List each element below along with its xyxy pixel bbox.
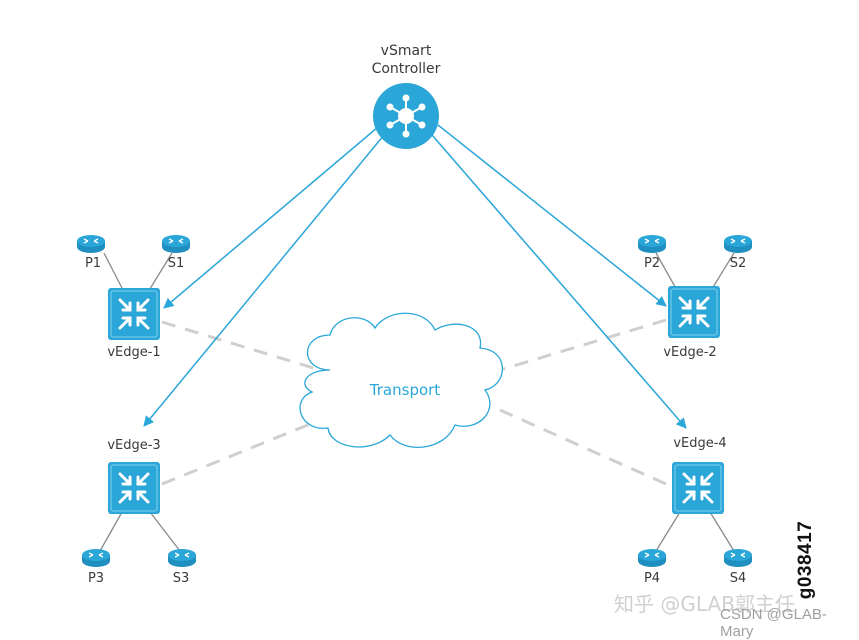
router-p3-label: P3 bbox=[87, 571, 105, 586]
cloud-label: Transport bbox=[369, 381, 441, 399]
router-s1-icon[interactable] bbox=[161, 234, 191, 254]
link-s4 bbox=[709, 511, 735, 552]
router-s2-icon[interactable] bbox=[723, 234, 753, 254]
watermark-csdn: CSDN @GLAB-Mary bbox=[720, 606, 827, 640]
figure-id: g038417 bbox=[795, 520, 816, 600]
router-p2-icon[interactable] bbox=[637, 234, 667, 254]
vsmart-controller-icon[interactable] bbox=[373, 83, 439, 149]
router-s3-label: S3 bbox=[172, 571, 190, 586]
link-p4 bbox=[655, 511, 681, 552]
vedge-2-icon[interactable] bbox=[666, 284, 722, 340]
router-s1-label: S1 bbox=[167, 256, 185, 271]
vedge-1-icon[interactable] bbox=[106, 286, 162, 342]
access-links bbox=[99, 252, 735, 552]
controller-label-line1: vSmart bbox=[380, 43, 432, 59]
router-p2-label: P2 bbox=[643, 256, 661, 271]
transport-cloud bbox=[299, 312, 504, 448]
transport-links bbox=[161, 318, 667, 486]
router-p1-label: P1 bbox=[84, 256, 102, 271]
router-s4-label: S4 bbox=[729, 571, 747, 586]
controller-label-line2: Controller bbox=[371, 61, 441, 77]
vedge-1-label: vEdge-1 bbox=[107, 345, 161, 360]
control-links bbox=[143, 124, 687, 429]
router-s3-icon[interactable] bbox=[167, 548, 197, 568]
router-s4-icon[interactable] bbox=[723, 548, 753, 568]
transport-link-vedge-4 bbox=[499, 408, 667, 486]
router-p4-icon[interactable] bbox=[637, 548, 667, 568]
transport-link-vedge-2 bbox=[499, 318, 667, 372]
vedge-3-icon[interactable] bbox=[106, 460, 162, 516]
control-link-vedge-1 bbox=[163, 126, 379, 309]
router-s2-label: S2 bbox=[729, 256, 747, 271]
link-s2 bbox=[709, 252, 735, 293]
router-p4-label: P4 bbox=[643, 571, 661, 586]
watermark-zhihu: 知乎 @GLAB郭主任 bbox=[614, 592, 795, 616]
router-p3-icon[interactable] bbox=[81, 548, 111, 568]
vedge-2-label: vEdge-2 bbox=[663, 345, 717, 360]
link-s1 bbox=[147, 252, 173, 293]
router-p1-icon[interactable] bbox=[76, 234, 106, 254]
transport-link-vedge-1 bbox=[161, 320, 321, 372]
link-p2 bbox=[655, 252, 679, 293]
transport-link-vedge-3 bbox=[161, 418, 321, 486]
link-s3 bbox=[149, 511, 181, 552]
control-link-vedge-3 bbox=[143, 134, 385, 427]
link-p3 bbox=[99, 511, 123, 552]
link-p1 bbox=[103, 252, 125, 293]
vedge-4-label: vEdge-4 bbox=[673, 436, 727, 451]
vedge-4-icon[interactable] bbox=[670, 460, 726, 516]
control-link-vedge-2 bbox=[437, 124, 667, 307]
vedge-3-label: vEdge-3 bbox=[107, 438, 161, 453]
control-link-vedge-4 bbox=[431, 134, 687, 429]
controller-label: vSmart Controller bbox=[372, 42, 441, 78]
